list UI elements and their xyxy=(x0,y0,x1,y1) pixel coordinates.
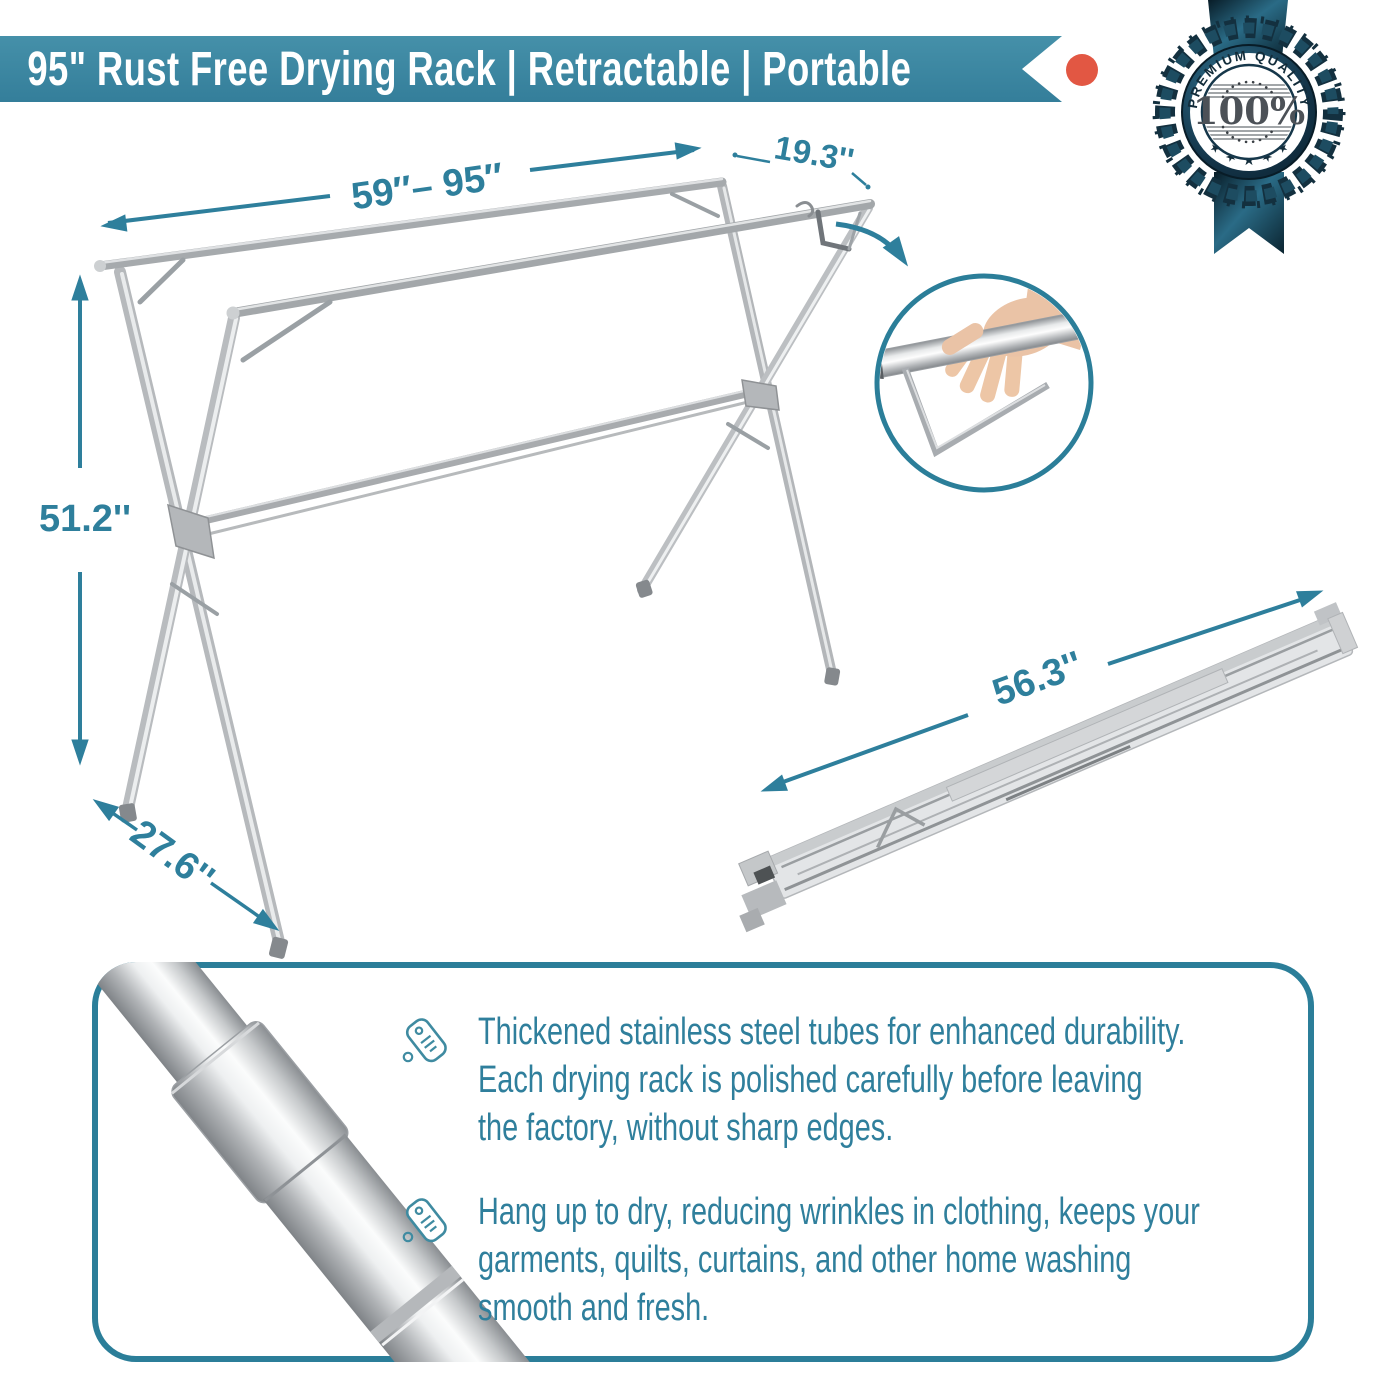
tag-icon xyxy=(402,1018,447,1063)
drying-rack-drawing xyxy=(94,177,875,959)
s-hook xyxy=(795,201,815,218)
dim-top-depth: 19.3'' xyxy=(732,128,871,190)
badge-ribbon-tail xyxy=(1214,172,1284,254)
title-banner: 95" Rust Free Drying Rack | Retractable … xyxy=(0,36,1062,102)
tag-icon xyxy=(402,1198,447,1243)
feature-line: Each drying rack is polished carefully b… xyxy=(478,1059,1143,1101)
badge-percent: 100% xyxy=(1193,89,1305,133)
steel-tube-photo xyxy=(92,962,616,1362)
dim-top-depth-label: 19.3'' xyxy=(772,128,857,178)
curved-arrow xyxy=(835,221,916,271)
feature-line: smooth and fresh. xyxy=(478,1287,710,1329)
rack-feet xyxy=(118,579,841,959)
hand-thumb xyxy=(941,323,984,355)
dim-height: 51.2'' xyxy=(39,275,131,765)
dotted-arcs xyxy=(1221,80,1277,144)
dim-folded-length-label: 56.3'' xyxy=(987,644,1088,715)
accent-dot xyxy=(1066,54,1098,86)
feature-item-hang-dry: Hang up to dry, reducing wrinkles in clo… xyxy=(478,1188,1400,1332)
feature-line: Thickened stainless steel tubes for enha… xyxy=(478,1011,1186,1053)
feature-line: the factory, without sharp edges. xyxy=(478,1107,894,1149)
folded-frame xyxy=(901,366,1050,458)
laurel-wreath xyxy=(1152,15,1346,209)
dim-height-label: 51.2'' xyxy=(39,498,131,540)
hinge-plate xyxy=(167,503,215,560)
folded-rack-drawing xyxy=(738,602,1359,933)
detail-inset xyxy=(874,273,1094,493)
page-title: 95" Rust Free Drying Rack | Retractable … xyxy=(27,42,912,96)
feature-line: Hang up to dry, reducing wrinkles in clo… xyxy=(478,1191,1200,1233)
feature-item-durability: Thickened stainless steel tubes for enha… xyxy=(478,1008,1400,1152)
dim-base-depth-label: 27.6'' xyxy=(122,812,221,900)
feature-line: garments, quilts, curtains, and other ho… xyxy=(478,1239,1132,1281)
dim-width-range-label: 59″– 95″ xyxy=(349,156,506,219)
dim-width-range: 59″– 95″ xyxy=(100,139,702,235)
premium-quality-badge: PREMIUM QUALITY ★ ★ ★ ★ ★ 100% xyxy=(1152,0,1346,254)
folded-bracket xyxy=(815,209,852,252)
pinstripes xyxy=(1204,84,1294,140)
hinge-plate xyxy=(741,379,780,411)
